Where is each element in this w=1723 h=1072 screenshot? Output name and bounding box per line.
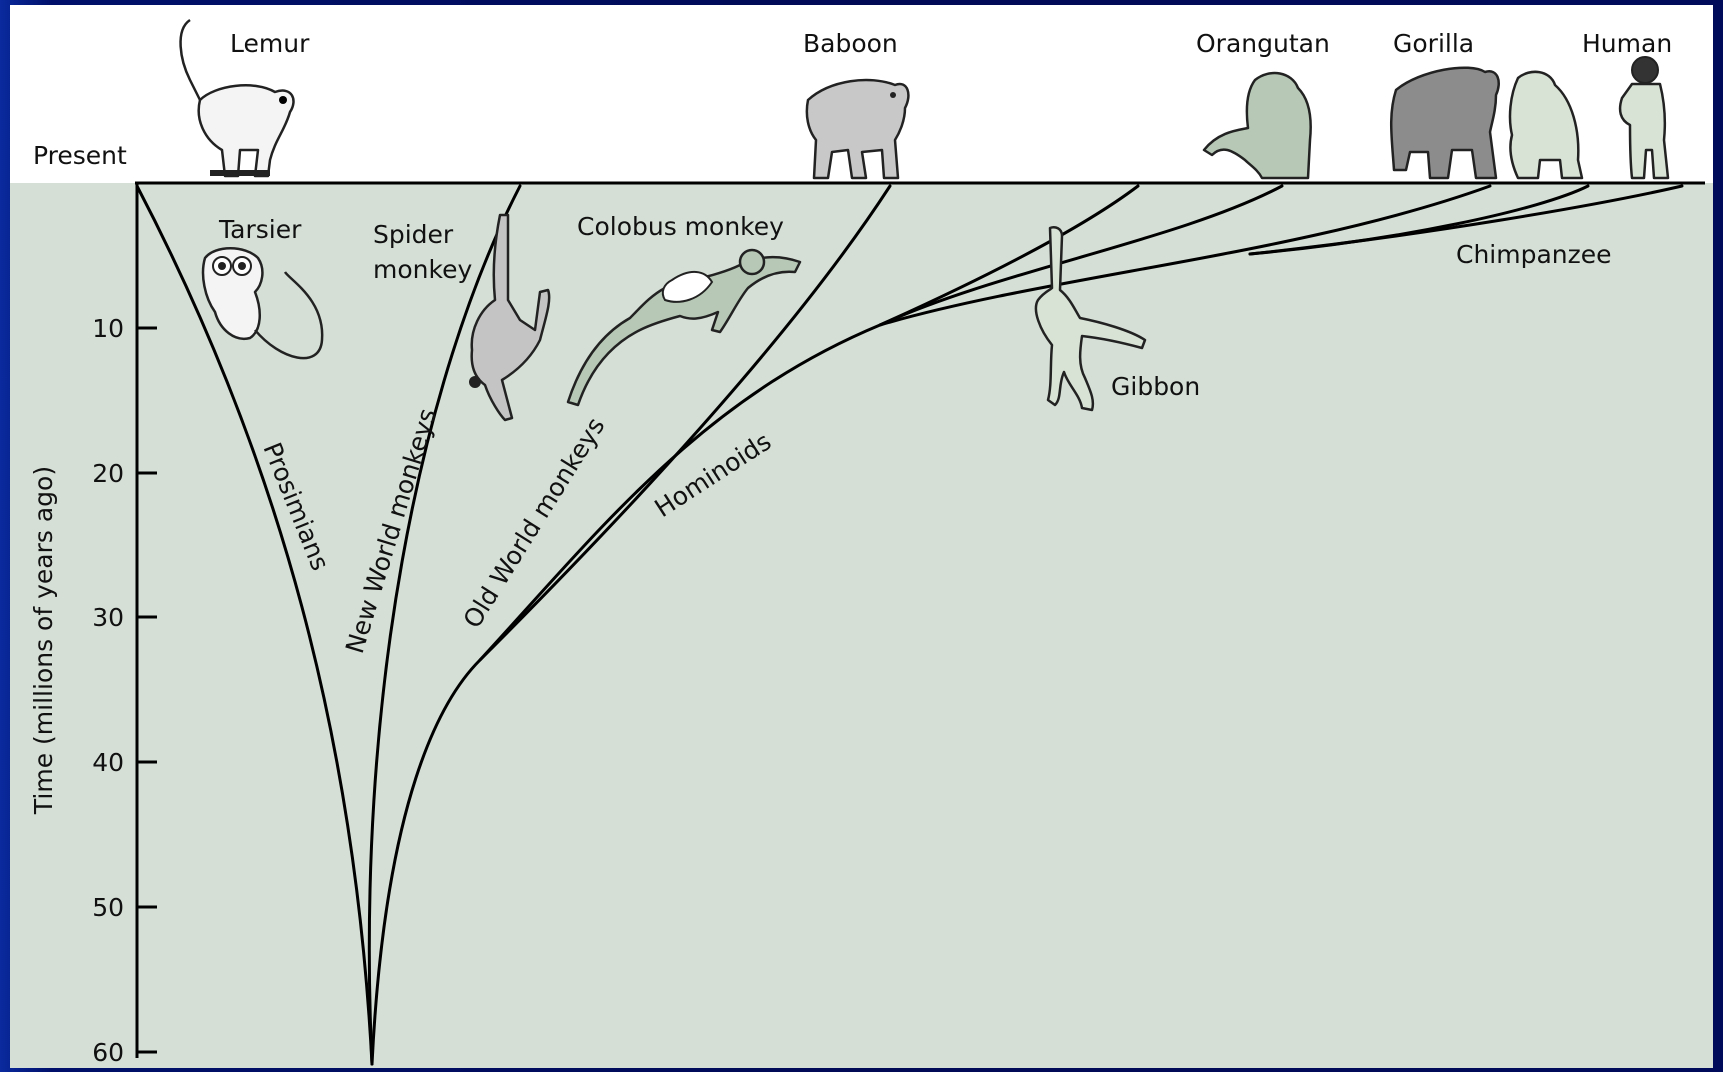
species-label-baboon: Baboon — [803, 29, 898, 58]
tick-label: 10 — [92, 314, 124, 343]
species-label-human: Human — [1582, 29, 1672, 58]
species-label-tarsier: Tarsier — [218, 215, 302, 244]
time-panel — [10, 183, 1713, 1068]
species-label-orangutan: Orangutan — [1196, 29, 1330, 58]
tick-label: 60 — [92, 1038, 124, 1067]
species-label-gibbon: Gibbon — [1111, 372, 1200, 401]
species-label-spider-monkey: Spider — [373, 220, 454, 249]
tick-label: 30 — [92, 603, 124, 632]
gorilla-illustration — [1391, 68, 1499, 178]
tick-label: 20 — [92, 459, 124, 488]
species-label-colobus-monkey: Colobus monkey — [577, 212, 784, 241]
present-label: Present — [33, 141, 127, 170]
tick-label: 40 — [92, 748, 124, 777]
tick-label: 50 — [92, 893, 124, 922]
species-label-chimpanzee: Chimpanzee — [1456, 240, 1612, 269]
species-label-spider-monkey-line2: monkey — [373, 255, 472, 284]
baboon-illustration — [807, 80, 909, 178]
species-label-lemur: Lemur — [230, 29, 310, 58]
axis-label: Time (millions of years ago) — [29, 466, 58, 815]
species-label-gorilla: Gorilla — [1393, 29, 1474, 58]
